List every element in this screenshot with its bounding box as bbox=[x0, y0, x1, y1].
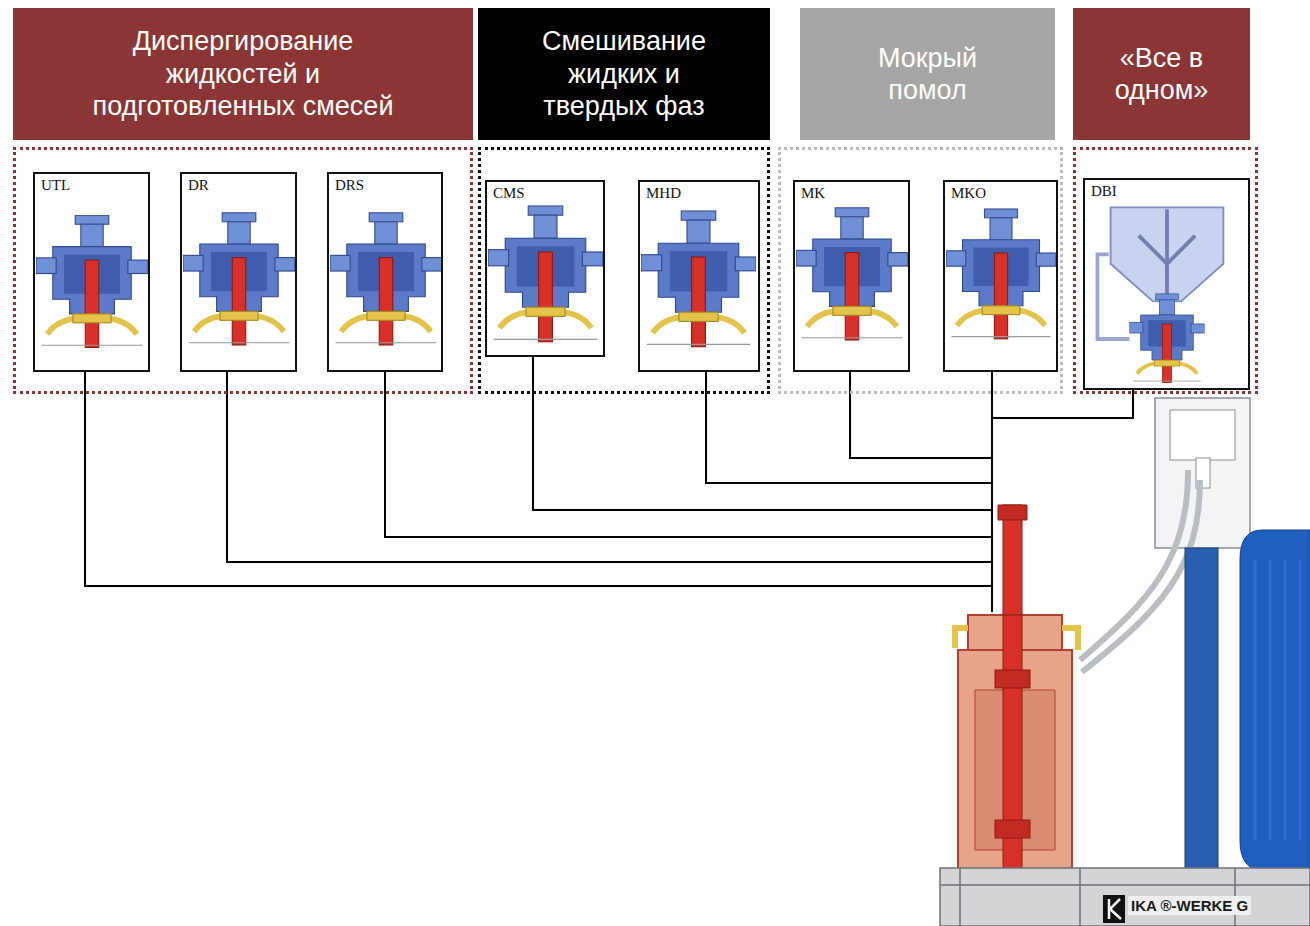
base-drive-unit: IKA ®-WERKE G bbox=[945, 612, 1310, 926]
connector-line bbox=[227, 372, 992, 612]
connector-line bbox=[85, 372, 992, 612]
module-label: CMS bbox=[491, 185, 527, 202]
shaft-top bbox=[1003, 505, 1022, 615]
machine-base bbox=[940, 868, 1310, 926]
brand-label: IKA ®-WERKE G bbox=[1128, 896, 1251, 915]
category-group: CMSMHDСмешивание жидких и твердых фаз bbox=[478, 147, 770, 394]
category-header: Диспергирование жидкостей и подготовленн… bbox=[13, 8, 473, 140]
module-label: MK bbox=[799, 185, 827, 202]
stand-column bbox=[1155, 398, 1250, 548]
bearing bbox=[995, 820, 1030, 838]
module-label: DBI bbox=[1089, 183, 1119, 200]
logo-block bbox=[1103, 895, 1125, 923]
machine-module-box: UTL bbox=[33, 172, 150, 372]
category-group: MKMKOМокрый помол bbox=[778, 147, 1063, 394]
machine-module-box: DR bbox=[180, 172, 297, 372]
stand-panel bbox=[1170, 410, 1235, 460]
pump-icon bbox=[488, 206, 603, 342]
pump-icon bbox=[36, 215, 148, 347]
shaft-nut bbox=[998, 505, 1027, 520]
base-lines bbox=[940, 868, 1310, 926]
module-label: DRS bbox=[333, 177, 366, 194]
drive-column bbox=[1185, 548, 1218, 870]
pump-icon bbox=[183, 213, 295, 345]
machine-module-box: DBI bbox=[1083, 178, 1250, 390]
machine-module-box: MHD bbox=[638, 180, 760, 372]
hopper-icon bbox=[1097, 207, 1223, 382]
hoses bbox=[1080, 470, 1200, 672]
bearing bbox=[995, 670, 1030, 688]
connector-line bbox=[533, 357, 992, 612]
pump-icon bbox=[796, 208, 908, 340]
machine-module-box: CMS bbox=[485, 180, 605, 357]
connector-line bbox=[385, 372, 992, 612]
connector-line bbox=[992, 390, 1133, 612]
pump-icon bbox=[641, 211, 756, 347]
machine-module-box: MK bbox=[793, 180, 910, 372]
connector-line bbox=[850, 372, 992, 612]
module-label: DR bbox=[186, 177, 211, 194]
module-label: MHD bbox=[644, 185, 683, 202]
box-ground bbox=[1083, 178, 1250, 390]
connector-line bbox=[706, 372, 992, 612]
motor-fins bbox=[1255, 560, 1300, 840]
category-group: UTLDRDRSДиспергирование жидкостей и подг… bbox=[13, 147, 473, 394]
category-header: «Все в одном» bbox=[1073, 8, 1250, 140]
module-label: MKO bbox=[949, 185, 988, 202]
machine-module-box: DRS bbox=[327, 172, 443, 372]
module-label: UTL bbox=[39, 177, 72, 194]
category-group: DBI«Все в одном» bbox=[1073, 147, 1258, 394]
logo-mark bbox=[1109, 899, 1121, 919]
motor bbox=[1240, 530, 1310, 870]
category-header: Смешивание жидких и твердых фаз bbox=[478, 8, 770, 140]
machine-module-box: MKO bbox=[943, 180, 1058, 372]
shaft bbox=[1003, 615, 1022, 900]
pump-icon bbox=[946, 209, 1056, 339]
category-header: Мокрый помол bbox=[800, 8, 1055, 140]
pump-icon bbox=[330, 213, 442, 345]
fittings bbox=[955, 628, 1078, 650]
